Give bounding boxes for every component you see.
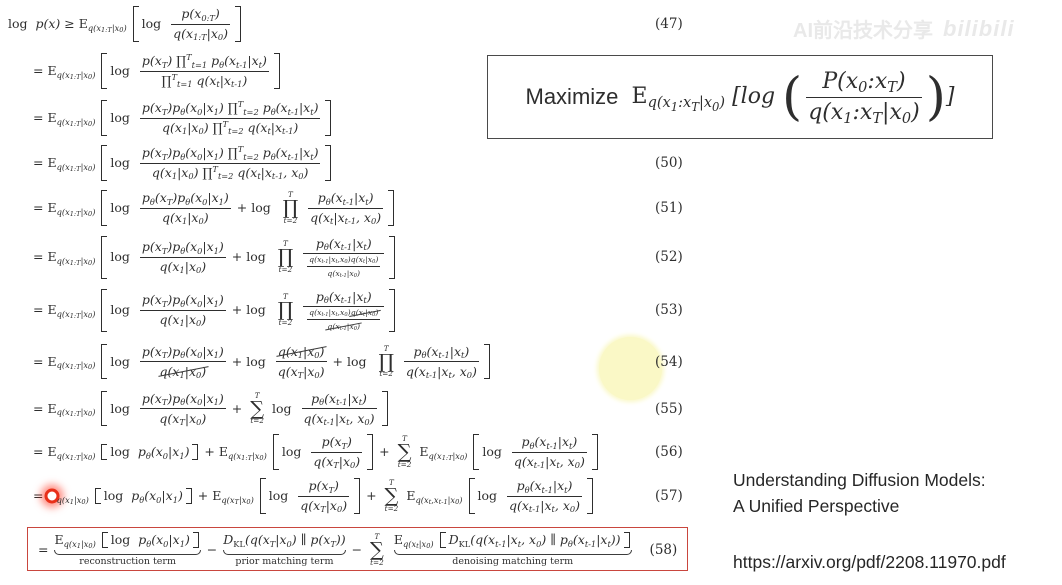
equation-number: (51) (655, 200, 683, 216)
equation-number: (54) (655, 353, 683, 370)
paper-url: https://arxiv.org/pdf/2208.11970.pdf (733, 552, 1006, 572)
equation-number: (55) (655, 400, 683, 417)
equation-number: (58) (649, 542, 678, 558)
equation-number: (56) (655, 444, 683, 460)
equation-number: (57) (655, 488, 683, 504)
laser-pointer-dot: E (47, 488, 57, 504)
watermark-text: AI前沿技术分享 (793, 20, 933, 42)
equation-number: (47) (655, 16, 683, 32)
paper-title-line2: A Unified Perspective (733, 496, 900, 516)
bilibili-logo-icon: bilibili (943, 15, 1015, 41)
equation-number: (52) (655, 249, 683, 265)
highlight-circle (599, 337, 662, 400)
equation-number: (50) (655, 155, 683, 171)
paper-reference: Understanding Diffusion Models: A Unifie… (733, 467, 1006, 575)
equation-number: (53) (655, 302, 683, 318)
watermark: AI前沿技术分享 bilibili (793, 14, 1015, 43)
paper-title-line1: Understanding Diffusion Models: (733, 470, 986, 490)
